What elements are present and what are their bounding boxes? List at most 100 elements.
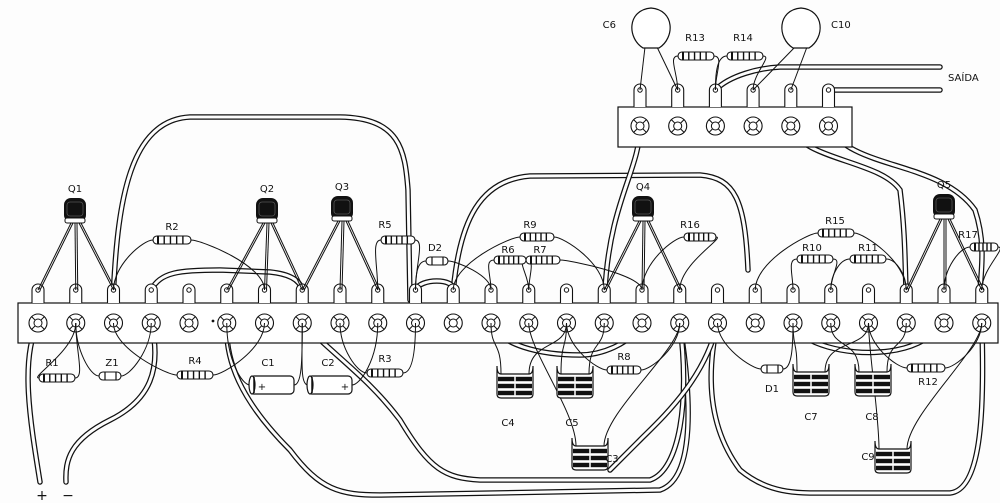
jumper-wire-mid-loop-core — [451, 173, 750, 292]
component-leads-layer — [37, 46, 1000, 450]
output-solder-lug — [821, 83, 836, 107]
label-c1: C1 — [261, 358, 274, 369]
resistor-r1 — [38, 373, 76, 383]
label-c6: C6 — [603, 20, 616, 31]
transistor-q4 — [632, 196, 654, 222]
label-c7: C7 — [804, 412, 817, 423]
resistor-r17 — [969, 242, 999, 252]
label-r13: R13 — [685, 33, 705, 44]
component-lead — [639, 46, 646, 91]
component-lead — [75, 322, 100, 377]
component-lead — [447, 260, 492, 291]
resistor-r16 — [683, 232, 717, 242]
output-terminal — [668, 116, 688, 136]
jumper-wire-top-loop-core — [112, 115, 412, 302]
component-lead — [603, 322, 681, 447]
zener-z1 — [98, 371, 122, 381]
main-terminal — [632, 313, 652, 333]
label-c10: C10 — [831, 20, 851, 31]
main-solder-lug — [144, 283, 158, 303]
component-lead — [605, 220, 642, 291]
diode-d1 — [760, 364, 784, 374]
component-lead — [266, 222, 270, 291]
output-strip-board — [617, 106, 853, 148]
component-lead — [351, 322, 379, 386]
polarity-plus-c1: + — [258, 382, 266, 393]
component-lead — [560, 322, 567, 375]
output-terminal — [705, 116, 725, 136]
resistor-r12 — [906, 363, 946, 373]
component-lead — [752, 55, 767, 91]
bottom-wire-4-core — [608, 321, 719, 472]
component-lead — [80, 222, 116, 291]
output-terminal — [781, 116, 801, 136]
main-terminal — [670, 313, 690, 333]
resistor-r13 — [677, 51, 715, 61]
main-solder-lug — [522, 283, 536, 303]
component-lead — [37, 322, 77, 379]
main-strip-board — [17, 302, 999, 344]
power-label-negative: − — [62, 488, 74, 503]
main-solder-lug — [446, 283, 460, 303]
label-c3: C3 — [605, 454, 618, 465]
component-lead — [752, 46, 796, 91]
ceramic-capacitor-c10 — [781, 7, 821, 49]
label-r9: R9 — [523, 220, 536, 231]
film-capacitor-c5 — [556, 365, 594, 399]
resistor-r4 — [176, 370, 214, 380]
component-lead — [339, 220, 343, 291]
main-terminal — [745, 313, 765, 333]
saida-wire-1-core — [713, 65, 942, 92]
resistor-r9 — [519, 232, 555, 242]
resistor-r3 — [366, 368, 404, 378]
component-lead — [301, 322, 309, 386]
label-r7: R7 — [533, 245, 546, 256]
label-c2: C2 — [321, 358, 334, 369]
label-c5: C5 — [565, 418, 578, 429]
film-capacitor-c3 — [571, 437, 609, 471]
component-lead — [402, 322, 416, 374]
component-lead — [641, 220, 644, 291]
resistor-r10 — [796, 254, 834, 264]
component-lead — [272, 222, 305, 291]
component-lead — [74, 222, 77, 291]
main-terminal — [972, 313, 992, 333]
component-lead — [790, 258, 798, 291]
component-lead — [905, 218, 941, 291]
output-label-saida: SAÍDA — [948, 71, 979, 84]
main-terminal-strip — [17, 283, 999, 344]
component-lead — [339, 322, 368, 374]
output-terminal — [630, 116, 650, 136]
label-r10: R10 — [802, 243, 822, 254]
resistor-r6 — [493, 255, 527, 265]
output-solder-lug — [784, 83, 798, 107]
component-lead — [78, 222, 114, 291]
transistor-q5 — [933, 194, 955, 220]
bottom-wire-4 — [607, 320, 721, 473]
main-solder-lug — [861, 283, 876, 303]
power-label-positive: + — [36, 488, 48, 503]
polarity-plus-c2: + — [341, 382, 349, 393]
component-lead — [824, 322, 869, 373]
component-lead — [643, 220, 646, 291]
output-terminal-strip — [617, 83, 853, 148]
resistor-r5 — [380, 235, 416, 245]
component-lead — [553, 236, 605, 291]
film-capacitor-c4 — [496, 365, 534, 399]
output-wire-3-core — [827, 124, 984, 292]
component-lead — [226, 322, 251, 386]
component-lead — [886, 322, 907, 373]
main-solder-lug — [31, 283, 45, 303]
electrolytic-capacitor-c1 — [248, 375, 295, 395]
label-r3: R3 — [378, 354, 391, 365]
label-q4: Q4 — [636, 182, 650, 193]
component-lead — [603, 220, 640, 291]
output-terminal — [743, 116, 763, 136]
label-q1: Q1 — [68, 184, 82, 195]
component-lead — [906, 322, 983, 450]
power-wire-negative-core — [64, 321, 157, 484]
label-c9: C9 — [861, 452, 874, 463]
components-layer — [38, 7, 999, 474]
label-d2: D2 — [428, 243, 442, 254]
